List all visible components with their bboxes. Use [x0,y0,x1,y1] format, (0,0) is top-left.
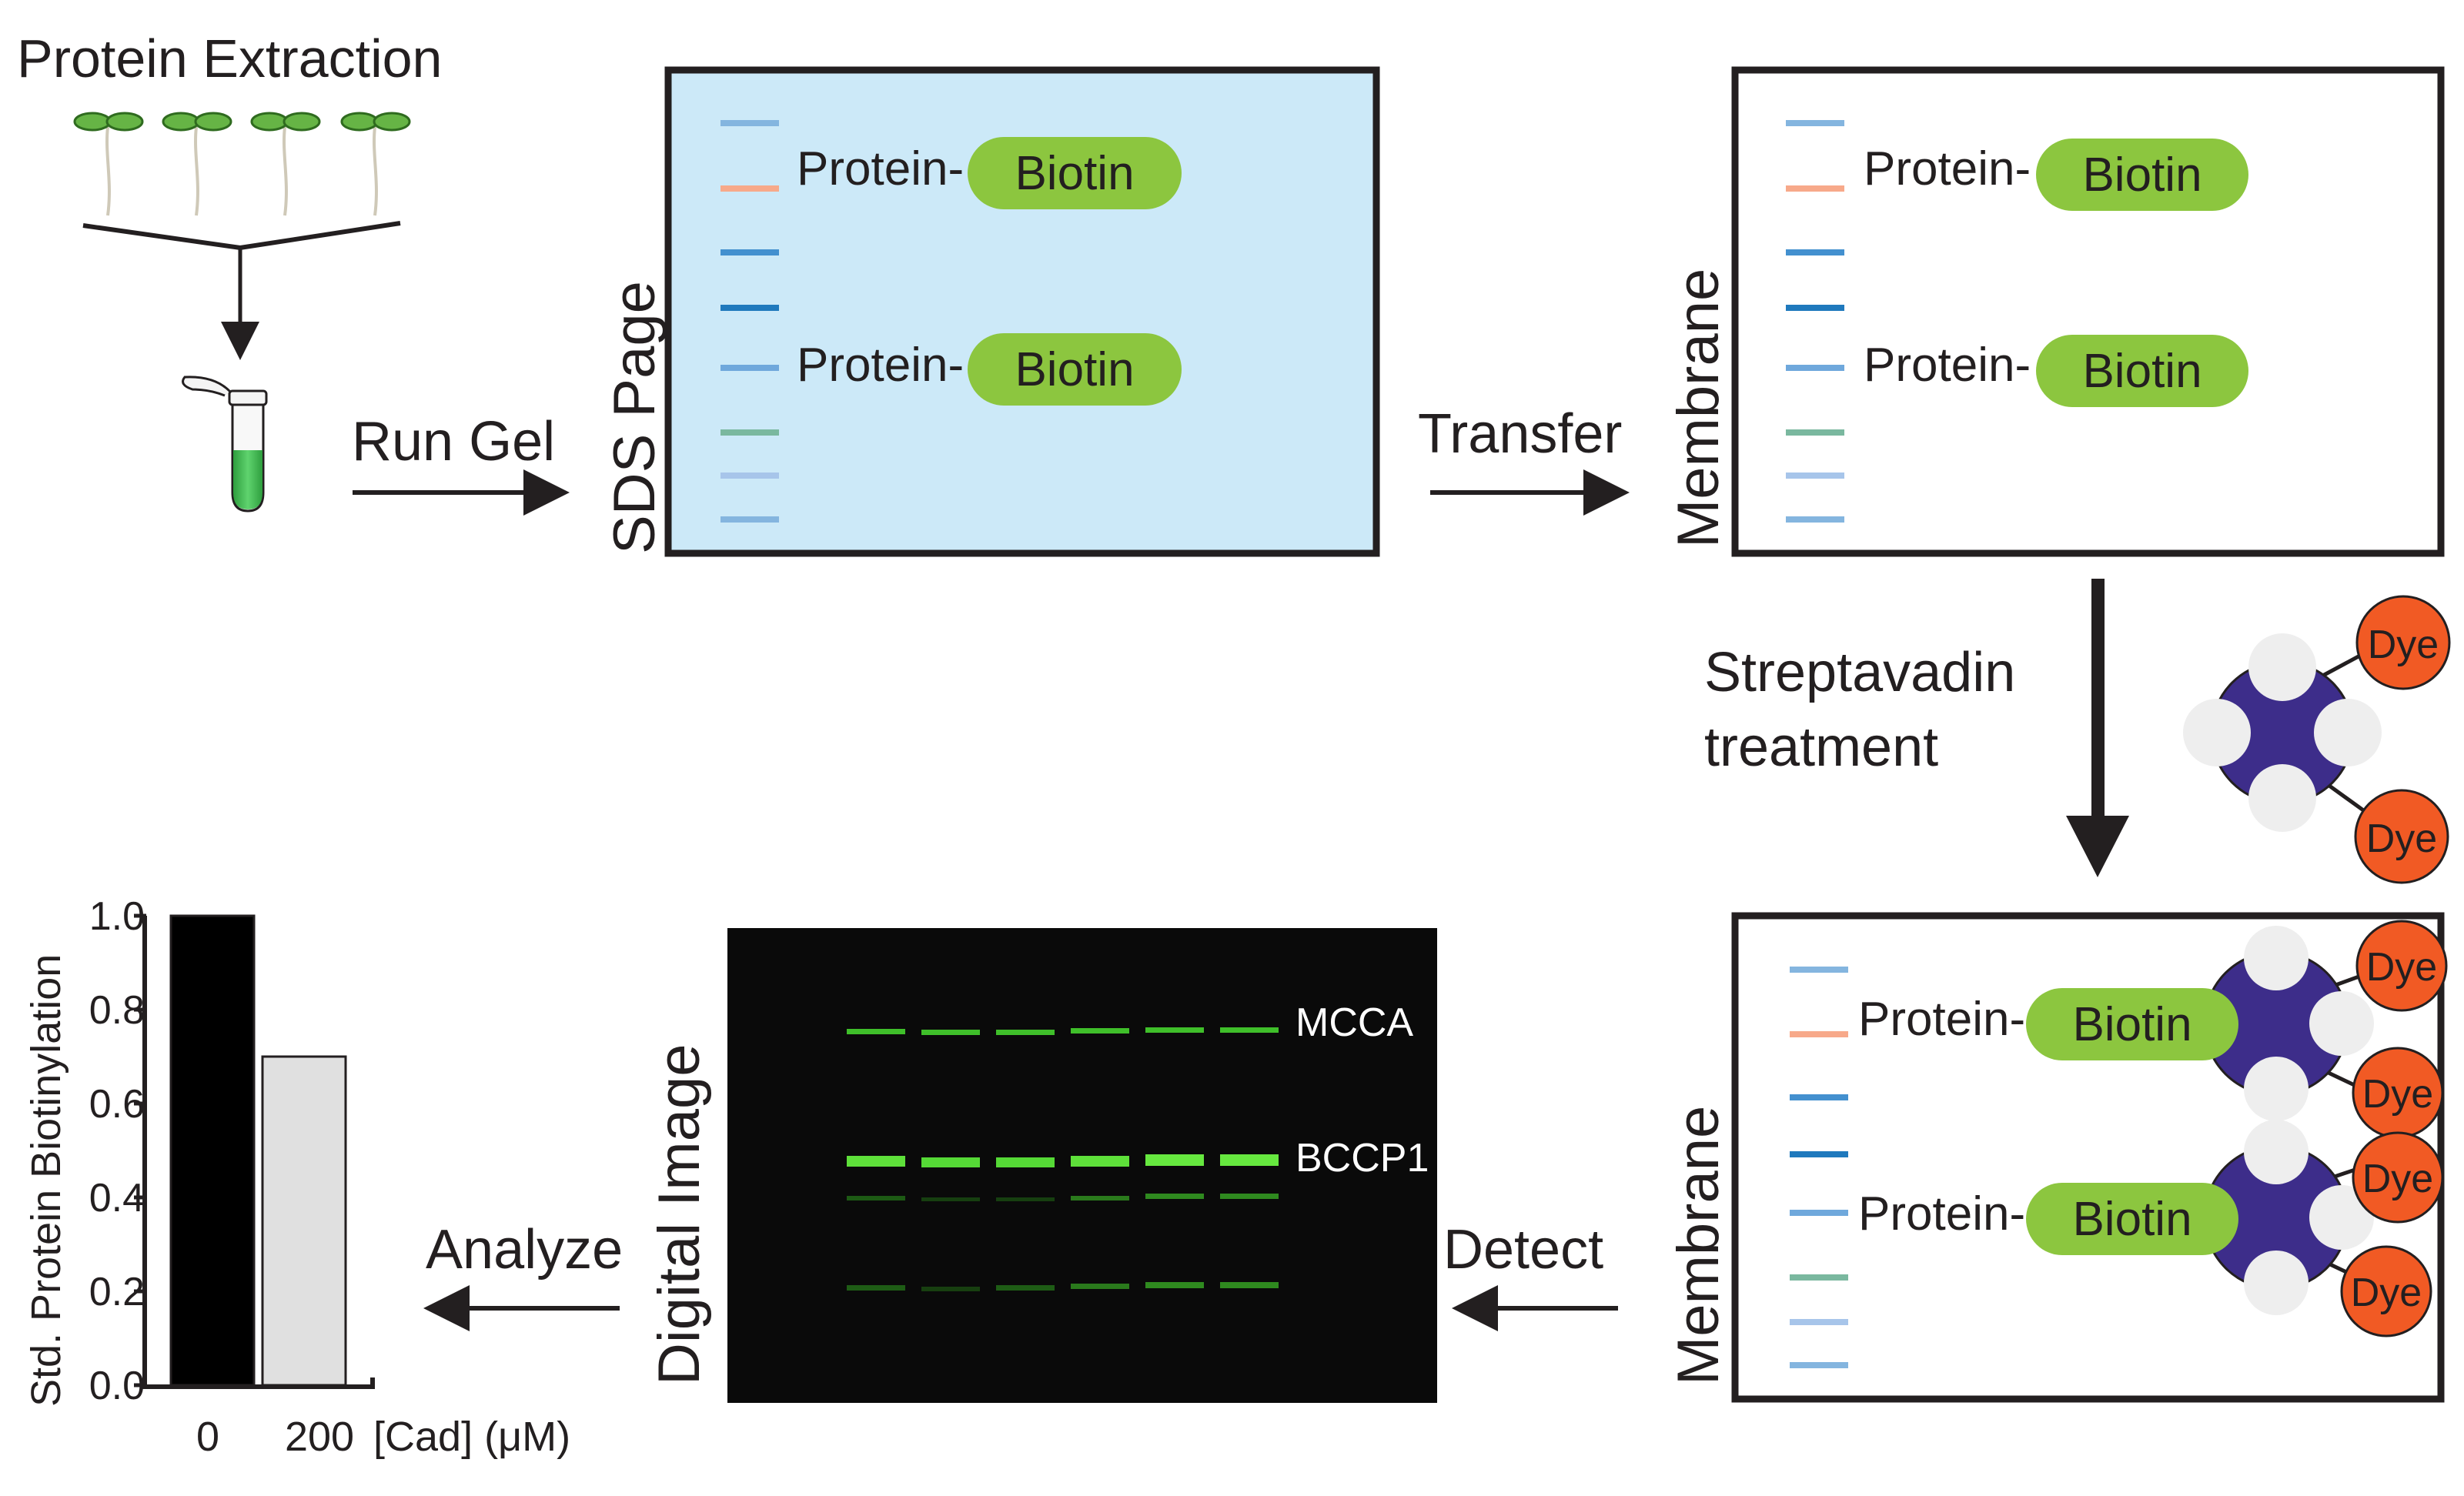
y-tick-label: 0.8 [89,988,145,1033]
y-axis-title: Std. Protein Biotinylation [23,954,69,1407]
dye-label: Dye [2366,945,2437,990]
dye-icon: Dye [2352,1131,2444,1224]
bars [169,914,347,1387]
dye-icon: Dye [2355,595,2451,690]
membrane-biotin-complex-bottom: Protein- Biotin [1858,1183,2238,1255]
y-tick-label: 0.4 [89,1176,145,1221]
streptavidin-complex-top: Dye Dye [2203,920,2448,1139]
seedling [340,112,411,216]
dye-label: Dye [2362,1072,2433,1117]
x-tick-label: 200 [285,1414,354,1460]
protein-label: Protein- [1858,1187,2025,1241]
dye-label: Dye [2362,1157,2433,1201]
analyze-label: Analyze [426,1219,623,1281]
biotin-label: Biotin [2082,149,2202,202]
biotin-pill [2026,988,2238,1060]
protein-label: Protein- [1864,142,2031,195]
dye-label: Dye [2351,1271,2422,1315]
blot-lane [921,1030,980,1291]
biotin-label: Biotin [2072,998,2192,1051]
digital-image-label: Digital Image [647,1044,712,1385]
biotin-label: Biotin [2072,1193,2192,1246]
seedlings [73,112,411,216]
protein-label: Protein- [1858,993,2025,1046]
protein-label: Protein- [797,339,964,392]
seedling [162,112,232,216]
streptavadin-label-line2: treatment [1704,716,1938,778]
membrane-ladder-top [1786,120,1844,523]
blot-lane [1071,1028,1129,1289]
y-tick-label: 0.6 [89,1082,145,1127]
blot-lane [996,1030,1055,1291]
extraction-title: Protein Extraction [17,28,442,88]
y-tick-label: 1.0 [89,894,145,939]
dye-icon: Dye [2354,789,2449,884]
membrane-label-bottom: Membrane [1666,1106,1731,1385]
blot-lane [1145,1027,1204,1288]
y-tick-label: 0.0 [89,1364,145,1408]
dye-icon: Dye [2355,920,2448,1012]
blot-lane [1220,1027,1279,1288]
bar [261,1055,347,1387]
streptavadin-arrow [2066,579,2129,877]
dye-label: Dye [2368,623,2439,667]
membrane-biotin-top: Protein- Biotin [1864,139,2248,211]
membrane-ladder-bottom [1790,967,1848,1368]
seedling [250,112,321,216]
blot-lane [847,1029,905,1291]
dye-icon: Dye [2352,1047,2444,1139]
biotin-pill [2036,335,2248,407]
biotin-pill [968,137,1182,209]
y-ticks: 0.0 0.2 0.4 0.6 0.8 1.0 [89,894,146,1408]
protein-label: Protein- [1864,339,2031,392]
mcca-label: MCCA [1296,1000,1413,1045]
dye-icon: Dye [2340,1245,2432,1337]
biotinylation-chart: Std. Protein Biotinylation [Cad] (μM) 0.… [23,894,570,1460]
run-gel-label: Run Gel [352,411,555,473]
biotin-pill [968,333,1182,406]
x-tick-label: 0 [196,1414,219,1460]
x-axis-title: [Cad] (μM) [373,1414,570,1460]
biotin-label: Biotin [2082,345,2202,398]
dye-label: Dye [2366,816,2437,861]
seedling [73,112,144,216]
sds-biotin-top: Protein- Biotin [797,137,1182,209]
funnel-lines [82,221,401,251]
transfer-label: Transfer [1418,403,1622,465]
sds-page-label: SDS Page [602,281,667,554]
biotin-label: Biotin [1015,343,1134,396]
x-tick-labels: 0 200 [196,1414,354,1460]
biotin-pill [2026,1183,2238,1255]
streptavidin-complex-bottom: Dye Dye [2203,1120,2444,1337]
membrane-biotin-complex-top: Protein- Biotin [1858,988,2238,1060]
biotin-pill [2036,139,2248,211]
sds-ladder [720,120,779,523]
tube-icon [182,376,268,513]
y-tick-label: 0.2 [89,1270,145,1314]
bccp1-label: BCCP1 [1296,1136,1429,1180]
streptavadin-label-line1: Streptavadin [1704,642,2015,703]
bar [169,914,256,1387]
protein-label: Protein- [797,142,964,195]
membrane-biotin-bottom: Protein- Biotin [1864,335,2248,407]
sds-biotin-bottom: Protein- Biotin [797,333,1182,406]
blot-lanes [847,1027,1279,1291]
detect-label: Detect [1443,1219,1603,1281]
streptavidin-icon: Dye Dye [2183,595,2451,884]
biotin-label: Biotin [1015,147,1134,200]
membrane-label-top: Membrane [1666,269,1731,548]
